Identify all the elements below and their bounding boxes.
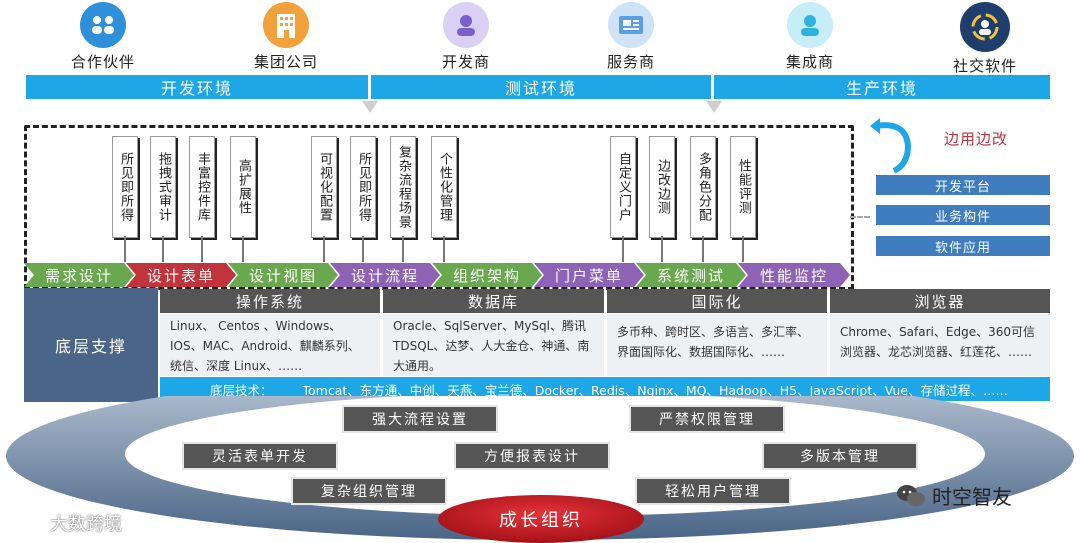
connector-line (402, 236, 404, 262)
partners-icon (80, 2, 126, 48)
env-development: 开发环境 (26, 75, 368, 99)
right-panel-item: 开发平台 (876, 175, 1050, 195)
connector-line (201, 236, 203, 262)
core-label: 成长组织 (499, 510, 583, 531)
feature-tag: 拖拽式审计 (150, 136, 176, 238)
env-production: 生产环境 (714, 75, 1050, 99)
partner-partners: 合作伙伴 (48, 2, 158, 72)
partner-label: 服务商 (606, 53, 655, 71)
process-step: 设计表单 (126, 263, 236, 287)
capability-box: 复杂组织管理 (293, 479, 445, 503)
partner-service: 服务商 (576, 2, 686, 72)
feature-tag: 丰富控件库 (189, 136, 215, 238)
column-body-i18n: 多币种、跨时区、多语言、多汇率、界面国际化、数据国际化、…… (607, 314, 827, 376)
support-title: 底层支撑 (24, 288, 158, 402)
watermark-left-text: 大数跨境 (50, 514, 122, 535)
connector-line (622, 236, 624, 262)
capability-box: 方便报表设计 (456, 444, 608, 468)
partner-label: 社交软件 (952, 57, 1017, 75)
connector-line (443, 236, 445, 262)
feature-tag: 所见即所得 (350, 136, 376, 238)
watermark-right-text: 时空智友 (932, 485, 1012, 509)
feature-tag: 性能评测 (730, 136, 756, 238)
right-panel-title: 边用边改 (944, 130, 1009, 148)
connector-line (742, 236, 744, 262)
watermark-left: 大数跨境 (6, 510, 122, 536)
column-body-db: Oracle、SqlServer、MySql、腾讯 TDSQL、达梦、人大金仓、… (383, 314, 604, 376)
panel-dash (850, 216, 870, 218)
watermark-right: 时空智友 (896, 481, 1012, 510)
partner-social: 社交软件 (930, 2, 1040, 76)
capability-box: 轻松用户管理 (637, 479, 789, 503)
wechat-icon (897, 484, 925, 506)
service-icon (608, 2, 654, 48)
right-panel-item: 业务构件 (876, 205, 1050, 225)
building-icon (263, 2, 309, 48)
right-panel-item: 软件应用 (876, 236, 1050, 256)
process-step: 设计流程 (330, 263, 440, 287)
partner-integrator: 集成商 (755, 2, 865, 72)
partner-developer: 开发商 (411, 2, 521, 72)
env-testing: 测试环境 (371, 75, 711, 99)
process-step: 系统测试 (636, 263, 746, 287)
process-step: 性能监控 (738, 263, 850, 287)
process-step: 需求设计 (24, 263, 134, 287)
process-step: 组织架构 (432, 263, 542, 287)
connector-line (702, 236, 704, 262)
column-head-os: 操作系统 (160, 289, 380, 313)
connector-line (124, 236, 126, 262)
feature-tag: 高扩展性 (230, 136, 256, 238)
feature-tag: 边改边测 (649, 136, 675, 238)
column-head-i18n: 国际化 (607, 289, 827, 313)
feature-tag: 个性化管理 (431, 136, 457, 238)
platform-frame (24, 125, 854, 290)
cycle-arrow-icon (870, 118, 912, 174)
feature-tag: 所见即所得 (112, 136, 138, 238)
feature-tag: 复杂流程场景 (390, 136, 416, 238)
down-arrow-icon (706, 101, 722, 113)
column-head-browser: 浏览器 (830, 289, 1050, 313)
feature-tag: 自定义门户 (610, 136, 636, 238)
feature-tag: 多角色分配 (690, 136, 716, 238)
logo-icon (6, 516, 46, 532)
partner-label: 开发商 (441, 53, 490, 71)
integrator-icon (787, 2, 833, 48)
column-body-browser: Chrome、Safari、Edge、360可信浏览器、龙芯浏览器、红莲花、…… (830, 314, 1050, 376)
column-head-db: 数据库 (383, 289, 604, 313)
process-step: 设计视图 (228, 263, 338, 287)
partner-label: 合作伙伴 (70, 53, 135, 71)
connector-line (242, 236, 244, 262)
tech-label: 底层技术： (210, 382, 273, 398)
tech-items: Tomcat、东方通、中创、天燕、宝兰德、Docker、Redis、Nginx、… (302, 382, 1009, 398)
partner-label: 集团公司 (253, 53, 318, 71)
connector-line (323, 236, 325, 262)
partner-group: 集团公司 (231, 2, 341, 72)
connector-line (362, 236, 364, 262)
column-body-os: Linux、 Centos 、Windows、IOS、MAC、Android、麒… (160, 314, 380, 376)
feature-tag: 可视化配置 (311, 136, 337, 238)
developer-icon (443, 2, 489, 48)
connector-line (162, 236, 164, 262)
capability-box: 强大流程设置 (344, 407, 496, 431)
process-step: 门户菜单 (534, 263, 644, 287)
connector-line (661, 236, 663, 262)
capability-box: 严禁权限管理 (631, 407, 783, 431)
capability-box: 多版本管理 (764, 444, 916, 468)
capability-box: 灵活表单开发 (184, 444, 336, 468)
down-arrow-icon (362, 101, 378, 113)
social-icon (960, 2, 1010, 52)
partner-label: 集成商 (785, 53, 834, 71)
core-ellipse (438, 495, 644, 543)
